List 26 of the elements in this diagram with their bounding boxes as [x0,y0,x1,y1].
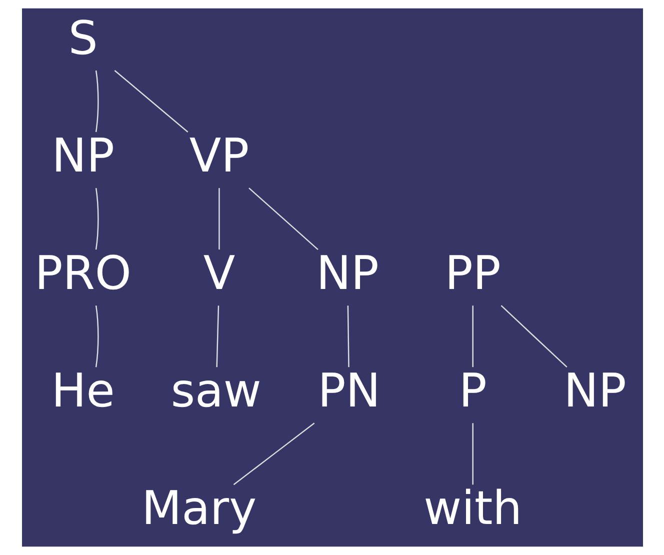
connector [216,306,219,368]
node-text: V [202,246,235,300]
node-text: saw [170,364,261,418]
connector [472,423,473,485]
node-text: S [68,11,98,65]
node-text: PRO [34,246,131,300]
connector [94,188,98,250]
connector [218,188,220,250]
node-text: NP [316,246,378,300]
connector [94,306,98,368]
node-text: with [423,481,522,536]
connector [232,422,314,486]
node-text: Mary [141,481,256,536]
node-text: PP [444,246,500,300]
connector [248,188,318,250]
connector [472,306,473,368]
node-text: PN [317,364,380,418]
node-text: VP [188,128,249,183]
connector [500,305,567,368]
connector [94,70,98,132]
connector [346,306,349,368]
node-text: NP [563,364,626,418]
node-text: NP [51,128,114,183]
connector [114,70,188,132]
node-text: P [458,364,486,418]
node-text: He [50,364,114,418]
